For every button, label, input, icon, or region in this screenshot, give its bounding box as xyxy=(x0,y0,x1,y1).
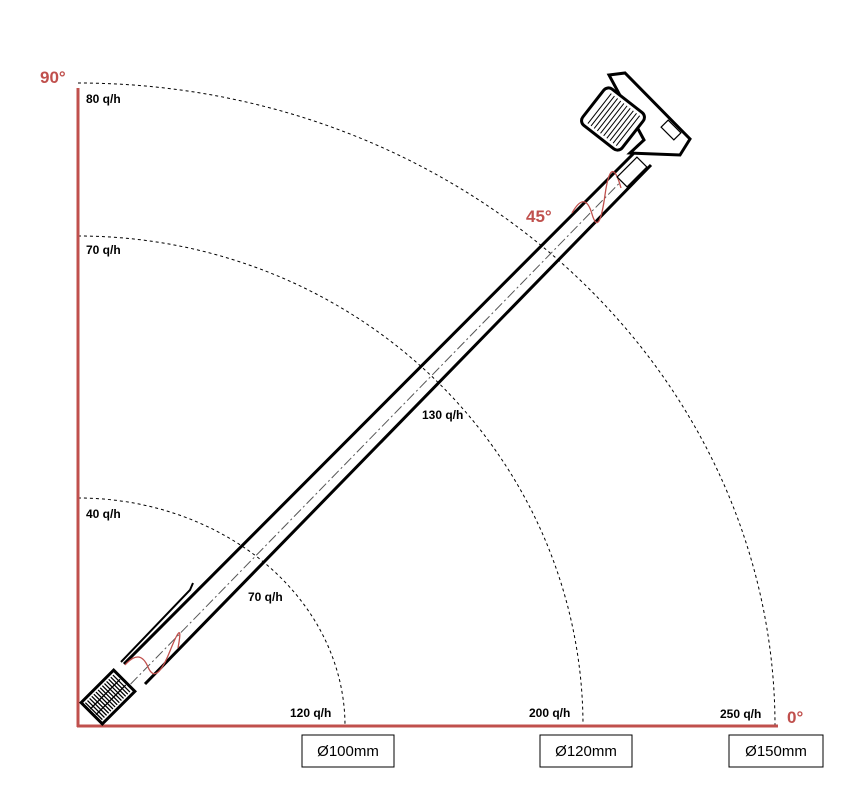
horizontal-label-120: 200 q/h xyxy=(529,706,570,720)
diameter-label-150: Ø150mm xyxy=(745,743,807,760)
diagonal-label-100: 70 q/h xyxy=(248,590,283,604)
diameter-box-120: Ø120mm xyxy=(539,734,633,768)
vertical-label-120: 70 q/h xyxy=(86,243,121,257)
diameter-label-100: Ø100mm xyxy=(317,743,379,760)
screw-flight-top xyxy=(571,171,622,224)
horizontal-label-100: 120 q/h xyxy=(290,706,331,720)
diameter-box-150: Ø150mm xyxy=(728,734,824,768)
diameter-label-120: Ø120mm xyxy=(555,743,617,760)
arc-100mm xyxy=(77,497,346,727)
angle-45-label: 45° xyxy=(526,207,552,226)
side-rail xyxy=(120,582,194,663)
angle-90-label: 90° xyxy=(40,68,66,87)
vertical-label-100: 40 q/h xyxy=(86,507,121,521)
screw-flight-bottom xyxy=(124,632,181,675)
auger-tube xyxy=(117,148,653,698)
diagonal-label-120: 130 q/h xyxy=(422,408,463,422)
arc-150mm xyxy=(77,82,776,727)
diameter-box-100: Ø100mm xyxy=(301,734,395,768)
intake-grille xyxy=(79,668,137,726)
motor-head xyxy=(580,71,692,188)
angle-0-label: 0° xyxy=(787,708,803,727)
vertical-label-150: 80 q/h xyxy=(86,92,121,106)
horizontal-label-150: 250 q/h xyxy=(720,707,761,721)
